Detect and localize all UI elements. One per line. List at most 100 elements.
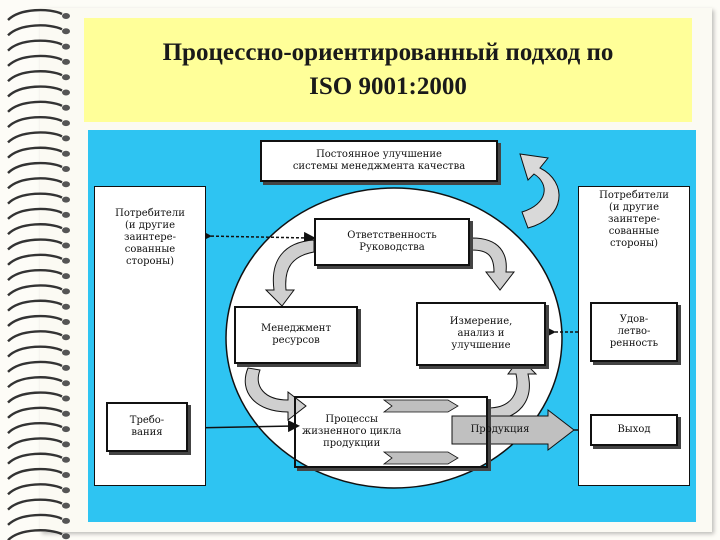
circular-arrow-icon: [244, 367, 307, 422]
product-label: Продукция: [470, 424, 530, 435]
arrow-icon: [189, 420, 300, 433]
text-line: заинтере-: [124, 232, 176, 243]
binding-hole: [62, 196, 70, 203]
text-line: стороны): [609, 238, 659, 249]
binding-hole: [62, 257, 70, 264]
text-line: Потребители: [599, 190, 669, 201]
binding-hole: [62, 426, 70, 433]
management-responsibility-box: Ответственность Руководства: [314, 218, 470, 266]
right-customers-label: Потребители (и другие заинтере- сованные…: [582, 190, 686, 250]
binding-hole: [62, 395, 70, 402]
binding-hole: [62, 303, 70, 310]
text-line: улучшение: [451, 340, 511, 351]
binding-hole: [62, 380, 70, 387]
text-line: Удов-: [619, 314, 649, 325]
spiral-ring: [7, 529, 63, 540]
spiral-ring: [7, 8, 63, 21]
spiral-ring: [7, 284, 63, 297]
text-line: Потребители: [115, 208, 185, 219]
title-line-1: Процессно-ориентированный подход по: [162, 39, 614, 66]
cycle-circle: [225, 187, 563, 489]
spiral-ring: [7, 223, 63, 236]
left-customers-label: Потребители (и другие заинтере- сованные…: [98, 208, 202, 268]
spiral-ring: [7, 452, 63, 465]
spiral-ring: [7, 391, 63, 404]
binding-hole: [62, 472, 70, 478]
binding-hole: [62, 319, 70, 325]
spiral-binding-icon: [7, 8, 70, 540]
binding-hole: [62, 150, 70, 157]
text-line: заинтере-: [608, 214, 660, 225]
text-line: сованные: [124, 244, 176, 255]
spiral-ring: [7, 24, 63, 37]
text-line: Процессы: [325, 414, 378, 425]
spiral-ring: [7, 299, 63, 312]
binding-hole: [62, 89, 70, 96]
title-line-2: ISO 9001:2000: [309, 73, 467, 100]
spiral-ring: [7, 253, 63, 266]
binding-hole: [62, 181, 70, 188]
circular-arrow-icon: [487, 357, 538, 421]
requirements-box: Требо- вания: [106, 402, 188, 452]
spiral-ring: [7, 406, 63, 419]
binding-hole: [62, 28, 70, 35]
continuous-improvement-box: Постоянное улучшение системы менеджмента…: [260, 140, 498, 182]
spiral-ring: [7, 207, 63, 220]
binding-hole: [62, 242, 70, 249]
binding-hole: [62, 135, 70, 142]
binding-hole: [62, 410, 70, 417]
spiral-ring: [7, 238, 63, 251]
binding-hole: [62, 74, 70, 81]
text-line: (и другие: [124, 220, 175, 231]
binding-hole: [62, 288, 70, 295]
spiral-ring: [7, 177, 63, 190]
text-line: жизненного цикла: [302, 426, 402, 437]
circular-arrow-icon: [264, 239, 315, 307]
spiral-ring: [7, 100, 63, 113]
spiral-ring: [7, 161, 63, 174]
text-line: (и другие: [608, 202, 659, 213]
binding-hole: [62, 364, 70, 371]
text-line: летво-: [617, 326, 651, 337]
circular-arrow-icon: [519, 153, 560, 229]
spiral-ring: [7, 345, 63, 358]
spiral-ring: [7, 483, 63, 496]
text-line: Менеджмент: [261, 323, 331, 334]
text-line: ресурсов: [272, 335, 320, 346]
resource-management-box: Менеджмент ресурсов: [234, 306, 358, 364]
spiral-ring: [7, 268, 63, 282]
spiral-ring: [7, 131, 63, 144]
text-line: стороны): [125, 256, 175, 267]
binding-hole: [62, 227, 70, 234]
binding-hole: [62, 441, 70, 448]
spiral-ring: [7, 467, 63, 480]
output-label: Выход: [617, 424, 651, 435]
text-line: Руководства: [359, 242, 425, 253]
spiral-ring: [7, 146, 63, 159]
life-cycle-processes-box: Процессы жизненного цикла продукции: [294, 396, 488, 468]
process-diagram: Постоянное улучшение системы менеджмента…: [88, 130, 696, 522]
spiral-ring: [7, 70, 63, 83]
binding-hole: [62, 13, 70, 19]
binding-hole: [62, 533, 70, 540]
text-line: сованные: [608, 226, 660, 237]
binding-hole: [62, 517, 70, 524]
spiral-ring: [7, 314, 63, 327]
text-line: анализ и: [457, 328, 505, 339]
binding-hole: [62, 456, 70, 463]
spiral-ring: [7, 360, 63, 373]
circular-arrow-icon: [471, 237, 516, 291]
spiral-ring: [7, 421, 63, 435]
spiral-ring: [7, 330, 63, 343]
binding-hole: [62, 43, 70, 50]
binding-hole: [62, 120, 70, 127]
binding-hole: [62, 273, 70, 280]
measurement-analysis-box: Измерение, анализ и улучшение: [416, 302, 546, 366]
text-line: Ответственность: [347, 230, 437, 241]
top-box-line-2: системы менеджмента качества: [292, 161, 466, 172]
chevron-arrow-icon: [382, 399, 459, 465]
text-line: вания: [131, 427, 163, 438]
double-arrow-icon: [199, 229, 316, 244]
spiral-ring: [7, 513, 63, 526]
spiral-ring: [7, 376, 63, 389]
